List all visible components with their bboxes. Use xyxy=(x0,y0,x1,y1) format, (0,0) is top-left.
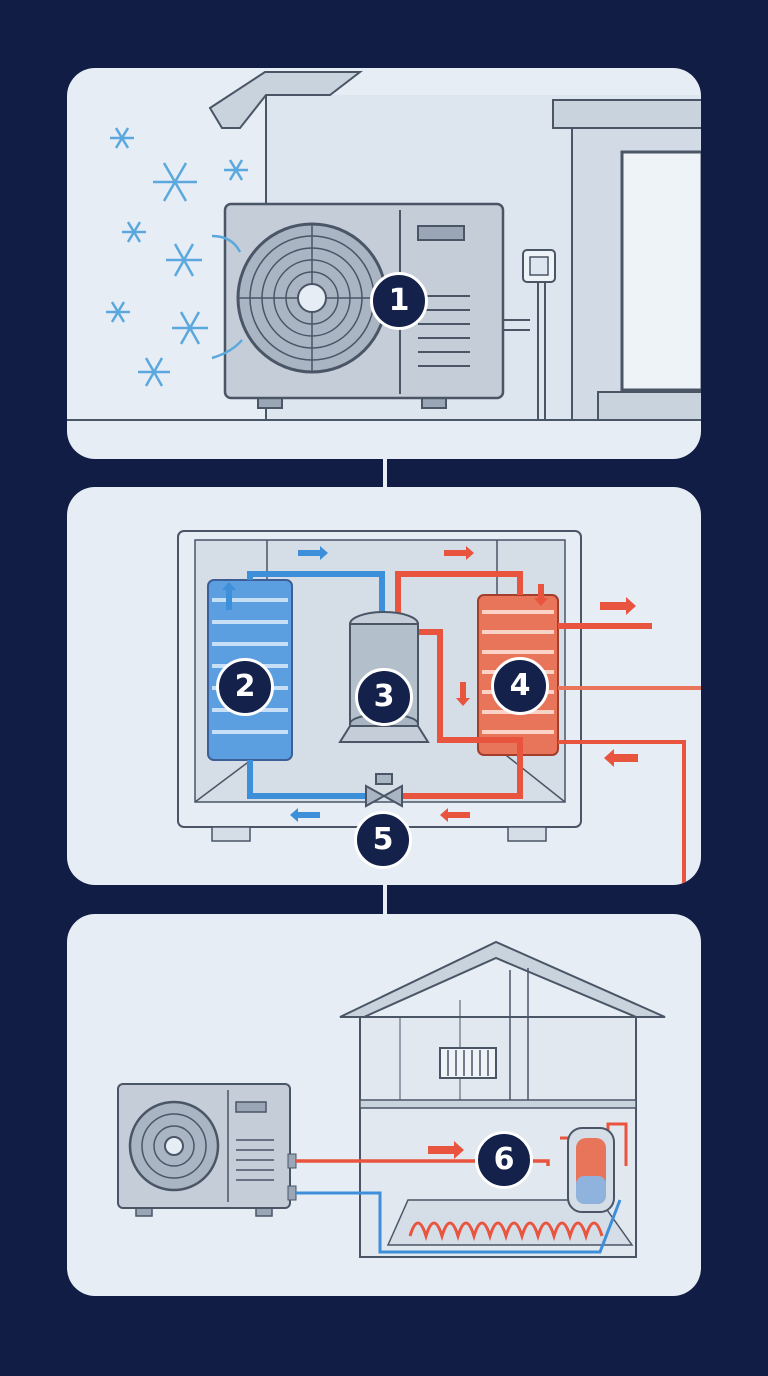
panel-home-heating xyxy=(67,914,701,1296)
step-badge-3: 3 xyxy=(355,668,413,726)
step-badge-1: 1 xyxy=(370,272,428,330)
step-badge-6: 6 xyxy=(475,1131,533,1189)
home-heating-illustration xyxy=(117,920,701,1258)
step-badge-2: 2 xyxy=(216,658,274,716)
panel-connector xyxy=(383,459,387,487)
panel-connector xyxy=(383,885,387,914)
step-badge-4: 4 xyxy=(491,657,549,715)
outdoor-unit-illustration xyxy=(67,71,701,421)
panel-outdoor-unit xyxy=(67,68,701,459)
step-badge-5: 5 xyxy=(354,811,412,869)
